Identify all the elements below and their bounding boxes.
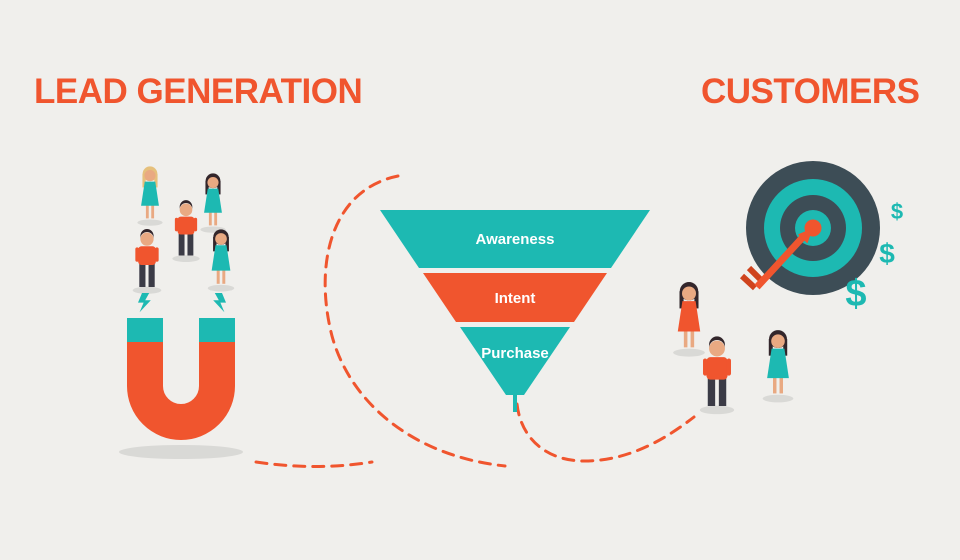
customers-people-group <box>673 282 794 415</box>
funnel-stage-intent <box>423 273 607 322</box>
funnel-label-purchase: Purchase <box>481 345 549 362</box>
funnel-stage-awareness <box>380 210 650 268</box>
dollar-sign: $ <box>879 238 895 269</box>
dollar-sign: $ <box>845 273 866 315</box>
person-woman-teal <box>200 173 226 233</box>
person-woman-teal <box>207 229 235 292</box>
lead-generation-title: LEAD GENERATION <box>34 72 363 111</box>
dollar-sign: $ <box>891 199 903 224</box>
lightning-bolt-icon <box>138 293 151 313</box>
leads-people-group <box>132 166 235 294</box>
lightning-bolt-icon <box>213 293 226 313</box>
funnel-label-intent: Intent <box>495 290 536 307</box>
person-man-orange <box>699 336 735 415</box>
person-woman-teal <box>762 330 794 403</box>
dollar-signs: $ $ $ <box>845 199 903 315</box>
funnel-stage-purchase <box>460 327 570 395</box>
flow-path-magnet-tail <box>254 460 374 468</box>
person-blonde-woman <box>137 166 163 226</box>
flow-path-swirl <box>323 174 507 468</box>
person-man-orange <box>172 200 200 263</box>
magnet-icon <box>119 293 243 459</box>
target-bullseye-icon <box>739 161 880 295</box>
sales-funnel: Awareness Intent Purchase <box>380 210 650 412</box>
customers-title: CUSTOMERS <box>701 72 920 111</box>
funnel-label-awareness: Awareness <box>476 231 555 248</box>
funnel-stem <box>513 395 517 412</box>
person-woman-orange <box>673 282 705 357</box>
dart-arrow-icon <box>739 228 813 291</box>
flow-path-to-customers <box>515 402 696 463</box>
person-man-orange <box>132 229 162 294</box>
